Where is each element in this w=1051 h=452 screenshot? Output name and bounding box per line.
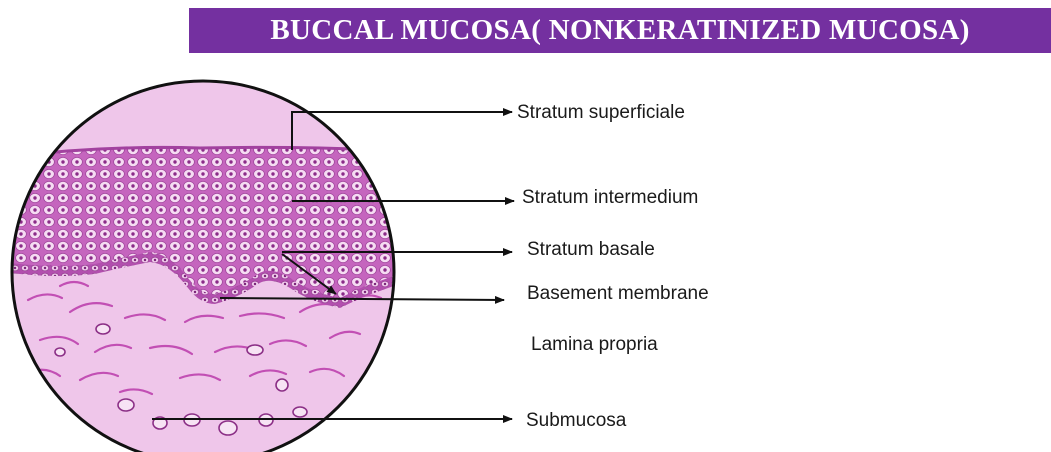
- label-stratum-basale: Stratum basale: [527, 240, 655, 259]
- label-lamina-propria: Lamina propria: [531, 335, 658, 354]
- label-stratum-superficiale: Stratum superficiale: [517, 103, 685, 122]
- label-submucosa: Submucosa: [526, 411, 626, 430]
- label-stratum-intermedium: Stratum intermedium: [522, 188, 698, 207]
- tissue-section: [0, 80, 420, 452]
- label-basement-membrane: Basement membrane: [527, 284, 709, 303]
